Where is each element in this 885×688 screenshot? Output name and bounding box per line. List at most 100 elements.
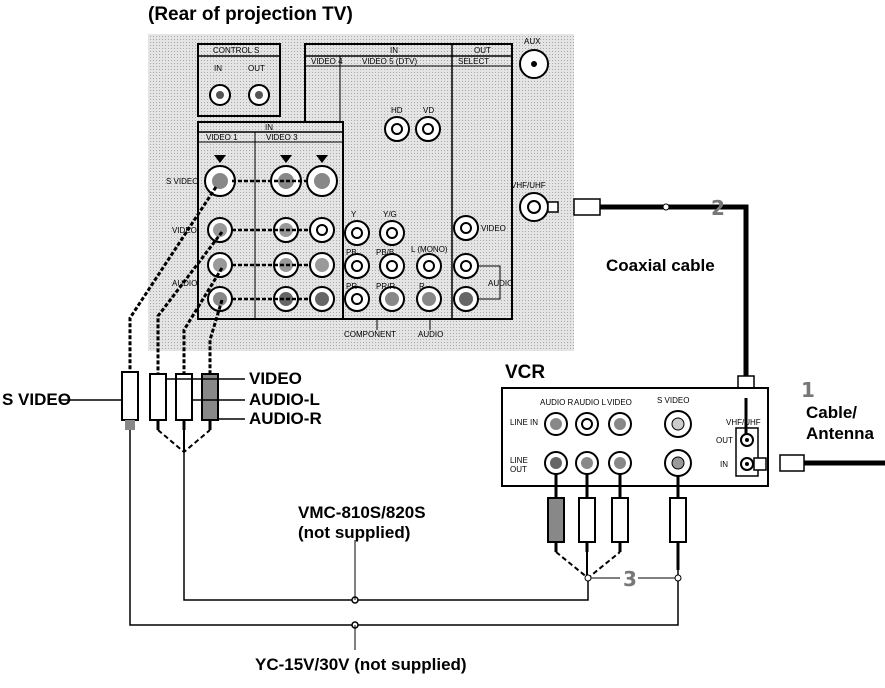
- step-2: 2: [711, 196, 725, 220]
- vcr-out-label: OUT: [716, 436, 733, 445]
- video1-label: VIDEO 1: [206, 133, 238, 142]
- vcr-title: VCR: [505, 362, 546, 383]
- aux-label: AUX: [524, 37, 541, 46]
- video-row-label: VIDEO: [172, 226, 197, 235]
- select-label: SELECT: [458, 57, 490, 66]
- vcr-in-label: IN: [720, 460, 728, 469]
- video-jack-video1: [207, 217, 233, 243]
- vcr-line-out-label: LINE OUT: [510, 456, 528, 474]
- s-video-jack-video1: [204, 165, 236, 197]
- control-s-out-label: OUT: [248, 64, 265, 73]
- vmc-cable: [183, 452, 589, 604]
- video5-label: VIDEO 5 (DTV): [362, 57, 418, 66]
- s-video-row-label: S VIDEO: [166, 177, 199, 186]
- audio-l-jack-extra: [309, 252, 335, 278]
- vcr-line-in-video: [608, 412, 632, 436]
- video3-label: VIDEO 3: [266, 133, 298, 142]
- yc-label: YC-15V/30V (not supplied): [255, 655, 467, 674]
- vcr-line-in-s-video: [664, 410, 692, 438]
- out-header: OUT: [474, 46, 491, 55]
- audio-l-cable-label: AUDIO-L: [249, 390, 320, 409]
- cable-antenna-label-1: Cable/: [806, 403, 858, 422]
- vcr-audio-r-label: AUDIO R: [540, 398, 574, 407]
- s-video-arrow-2: [280, 155, 292, 163]
- tv-vhf-uhf-label: VHF/UHF: [511, 181, 546, 190]
- audio-r-jack: [416, 286, 442, 312]
- vmc-label-1: VMC-810S/820S: [298, 503, 426, 522]
- out-audio-label: AUDIO: [488, 279, 514, 288]
- in-header-top: IN: [390, 46, 398, 55]
- pr-label: PR: [346, 282, 358, 291]
- l-mono-label: L (MONO): [411, 245, 448, 254]
- audio-r-cable-label: AUDIO-R: [249, 409, 322, 428]
- audio-r-jack-extra: [309, 286, 335, 312]
- video4-label: VIDEO 4: [311, 57, 343, 66]
- out-audio-l-jack: [453, 253, 479, 279]
- vd-label: VD: [423, 106, 435, 115]
- component-label: COMPONENT: [344, 330, 396, 339]
- vcr-line-in-audio-r: [544, 412, 568, 436]
- tv-vhf-uhf-jack: [519, 192, 549, 222]
- out-video-jack: [453, 215, 479, 241]
- coaxial-cable: [547, 198, 755, 399]
- s-video-arrow-3: [316, 155, 328, 163]
- pbb-label: PB/B: [376, 248, 395, 257]
- video-cable-label: VIDEO: [249, 369, 302, 388]
- r-label: R: [419, 282, 425, 291]
- vcr-line-out-s-video: [664, 449, 692, 477]
- step-1: 1: [801, 378, 815, 402]
- control-s-in-jack: [209, 84, 231, 106]
- vcr-vhf-out-jack: [740, 433, 754, 447]
- pb-label: PB: [346, 248, 357, 257]
- component-pbb-jack: [379, 253, 405, 279]
- component-yg-jack: [379, 220, 405, 246]
- y-label: Y: [351, 210, 357, 219]
- hd-jack: [384, 116, 410, 142]
- panel-signal-paths: [232, 179, 310, 301]
- coaxial-cable-label: Coaxial cable: [606, 256, 715, 275]
- vcr-line-in-label: LINE IN: [510, 418, 539, 427]
- vcr-video-label: VIDEO: [607, 398, 632, 407]
- component-pb-jack: [344, 253, 370, 279]
- out-video-label: VIDEO: [481, 224, 506, 233]
- vcr-audio-l-label: AUDIO L: [574, 398, 607, 407]
- page-title: (Rear of projection TV): [148, 4, 353, 25]
- audio-l-jack-video1: [207, 252, 233, 278]
- vcr-vhf-in-jack: [740, 457, 754, 471]
- vcr-line-out-audio-l: [575, 451, 599, 475]
- cable-antenna-label-2: Antenna: [806, 424, 874, 443]
- aux-jack: [519, 49, 549, 79]
- control-s-out-jack: [248, 84, 270, 106]
- video-jack-extra: [309, 217, 335, 243]
- step-3: 3: [623, 567, 637, 591]
- s-video-cable-tv-side: [121, 186, 218, 430]
- vd-jack: [415, 116, 441, 142]
- hd-label: HD: [391, 106, 403, 115]
- s-video-arrow-1: [214, 155, 226, 163]
- audio-row-label: AUDIO: [172, 279, 198, 288]
- s-video-jack-extra: [306, 165, 338, 197]
- s-video-cable-vcr-side: [669, 476, 687, 582]
- control-s-label: CONTROL S: [213, 46, 260, 55]
- s-video-cable-label: S VIDEO: [2, 390, 71, 409]
- av-cables-vcr-side: [547, 474, 629, 582]
- audio-bottom-label: AUDIO: [418, 330, 444, 339]
- component-y-jack: [344, 220, 370, 246]
- component-prr-jack: [379, 286, 405, 312]
- audio-l-mono-jack: [416, 253, 442, 279]
- prr-label: PR/R: [376, 282, 396, 291]
- antenna-cable: [753, 454, 885, 472]
- vcr-line-out-video: [608, 451, 632, 475]
- vcr-s-video-label: S VIDEO: [657, 396, 690, 405]
- yc-cable: [129, 430, 679, 650]
- vmc-label-2: (not supplied): [298, 523, 411, 542]
- component-pr-jack: [344, 286, 370, 312]
- in-header-left: IN: [265, 123, 273, 132]
- vcr-vhf-uhf-label: VHF/UHF: [726, 418, 761, 427]
- yg-label: Y/G: [383, 210, 397, 219]
- vcr-line-out-audio-r: [544, 451, 568, 475]
- vcr-line-in-audio-l: [575, 412, 599, 436]
- control-s-in-label: IN: [214, 64, 222, 73]
